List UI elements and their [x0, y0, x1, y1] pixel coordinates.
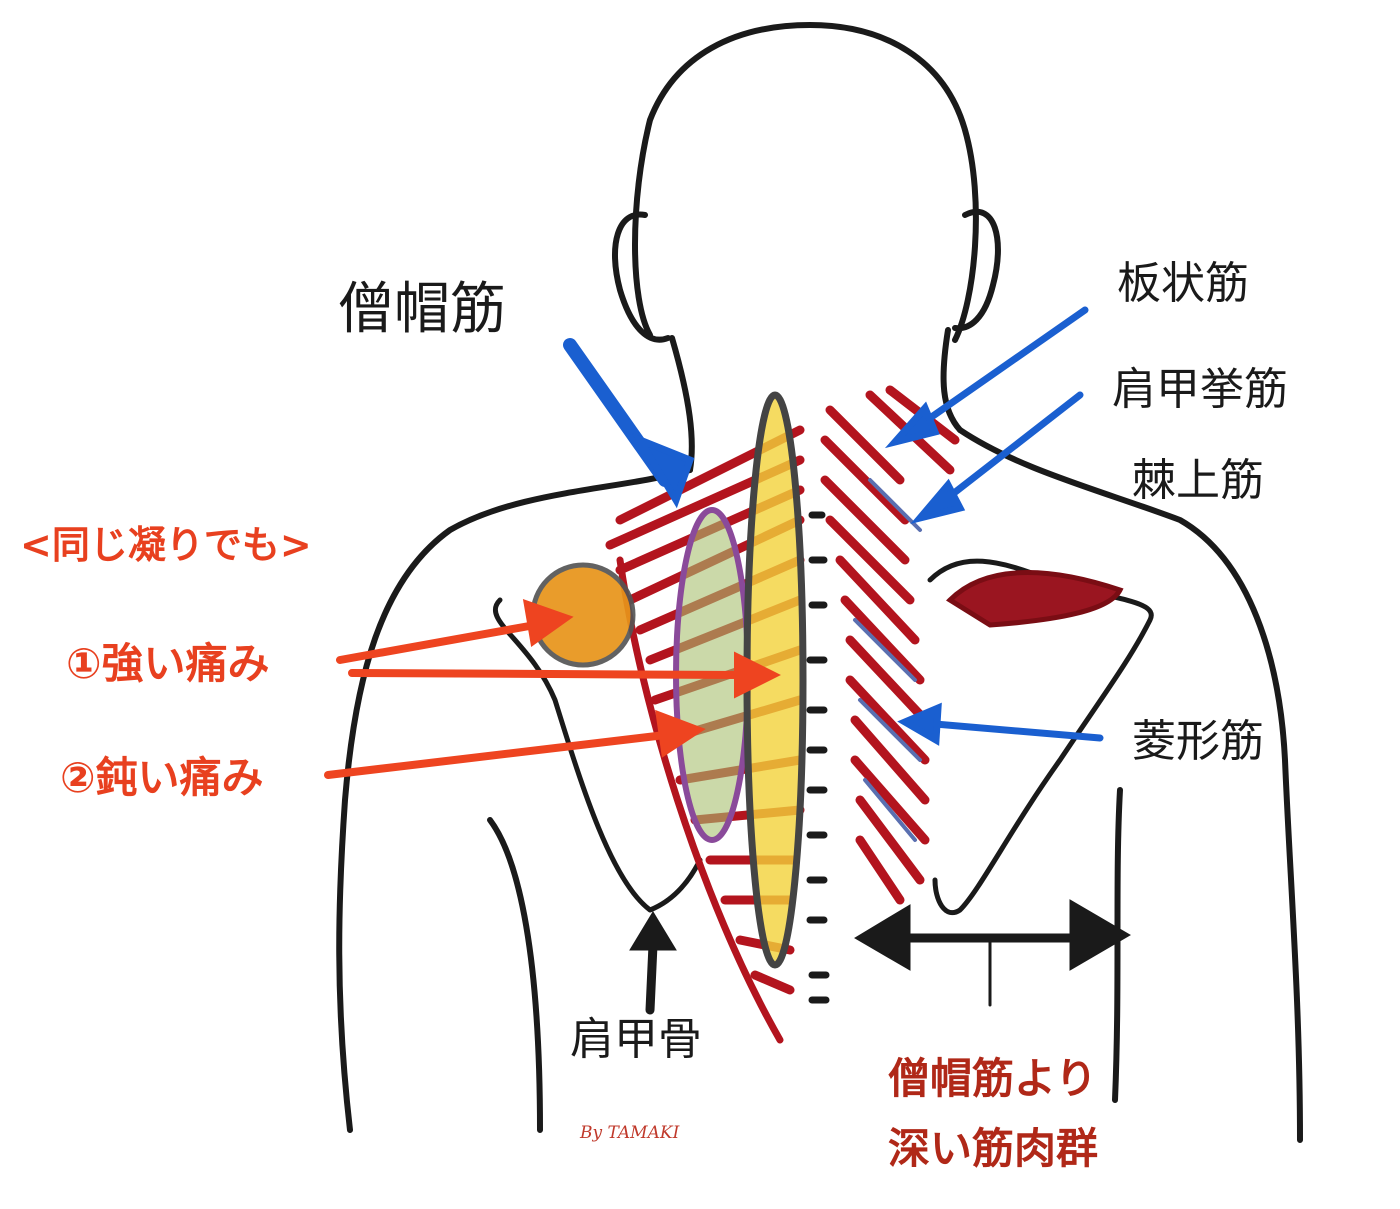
deep-muscles [820, 385, 1124, 905]
label-levator-scapulae: 肩甲挙筋 [1112, 364, 1288, 415]
label-splenius: 板状筋 [1117, 258, 1249, 309]
label-same-stiffness: <同じ凝りでも> [20, 523, 312, 567]
pain-regions [530, 391, 807, 969]
label-deeper-line1: 僧帽筋より [888, 1054, 1098, 1103]
double-arrow-left-head [854, 904, 911, 971]
supraspinatus-muscle [946, 570, 1124, 628]
strong-pain-arrow-2 [348, 669, 744, 679]
right-shoulder [957, 427, 1303, 1143]
left-ear [611, 211, 671, 343]
left-scapula [492, 597, 703, 913]
label-dull-pain: ②鈍い痛み [60, 753, 264, 802]
signature: By TAMAKI [580, 1123, 680, 1143]
strong-pain-arrow-1 [336, 621, 539, 664]
label-scapula: 肩甲骨 [570, 1014, 702, 1065]
neck-right [940, 327, 963, 433]
neck-left [669, 335, 695, 473]
label-trapezius: 僧帽筋 [338, 277, 506, 342]
left-torso [487, 817, 543, 1133]
head-outline [632, 22, 979, 343]
spine-vertebrae [806, 511, 830, 1004]
double-arrow-right-head [1069, 899, 1131, 971]
right-torso [1112, 787, 1123, 1103]
blue-arrows [563, 306, 1104, 746]
levator-arrow [941, 391, 1084, 504]
label-deeper-line2: 深い筋肉群 [888, 1124, 1099, 1173]
black-arrows [629, 899, 1131, 1015]
scapula-arrow [645, 940, 658, 1015]
label-rhomboid: 菱形筋 [1132, 716, 1264, 767]
right-ear [952, 208, 1001, 332]
dull-pain-arrow [324, 731, 669, 779]
left-shoulder [336, 467, 693, 1133]
label-strong-pain: ①強い痛み [66, 639, 270, 688]
label-supraspinatus: 棘上筋 [1132, 455, 1264, 506]
rhomboid-arrow [931, 720, 1104, 742]
splenius-arrow [916, 306, 1089, 429]
red-arrows [324, 598, 781, 779]
